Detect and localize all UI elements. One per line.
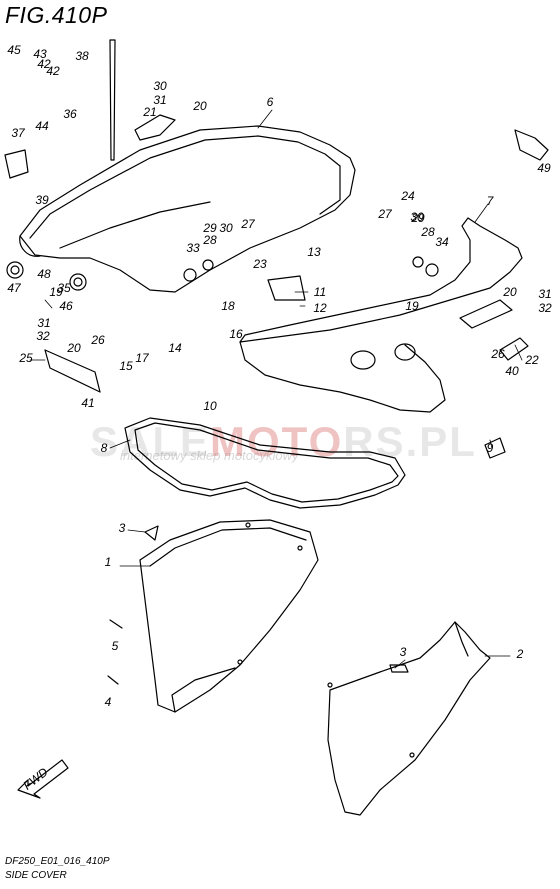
callout-label: 25 (18, 351, 33, 365)
callout-label: 19 (49, 285, 63, 299)
callout-label: 3 (119, 521, 126, 535)
callout-label: 30 (153, 79, 167, 93)
callout-label: 34 (435, 235, 449, 249)
callout-label: 24 (400, 189, 415, 203)
callout-label: 20 (66, 341, 81, 355)
callout-label: 16 (229, 327, 243, 341)
callout-label: 31 (37, 316, 50, 330)
callout-label: 46 (59, 299, 73, 313)
callout-label: 23 (252, 257, 267, 271)
lower-cover-starboard-part (327, 621, 491, 816)
callout-label: 47 (7, 281, 22, 295)
upper-side-cover-part (19, 125, 356, 293)
callout-label: 42 (46, 64, 60, 78)
fwd-arrow-icon: FWD (17, 759, 69, 799)
leader-lines (29, 109, 523, 669)
callout-label: 43 (33, 47, 47, 61)
callout-label: 18 (221, 299, 235, 313)
callout-label: 39 (35, 193, 49, 207)
callout-label: 29 (202, 221, 217, 235)
callout-label: 21 (142, 105, 156, 119)
callout-label: 20 (502, 285, 517, 299)
lower-cover-port-part (139, 519, 319, 713)
callout-label: 41 (81, 396, 94, 410)
callout-label: 10 (203, 399, 217, 413)
callout-label: 40 (505, 364, 519, 378)
callout-label: 49 (537, 161, 551, 175)
callout-label: 37 (11, 126, 26, 140)
callout-label: 48 (37, 267, 51, 281)
figure-title: FIG.410P (5, 2, 108, 28)
callout-label: 3 (400, 645, 407, 659)
callout-label: 12 (313, 301, 327, 315)
callout-label: 1 (105, 555, 112, 569)
callout-label: 45 (7, 43, 21, 57)
callout-label: 17 (135, 351, 150, 365)
gasket-part (124, 417, 406, 509)
callout-label: 33 (186, 241, 200, 255)
callout-label: 11 (314, 285, 326, 299)
footer-code: DF250_E01_016_410P (5, 856, 110, 867)
callout-label: 19 (405, 299, 419, 313)
callout-label: 31 (538, 287, 551, 301)
callout-label: 26 (90, 333, 105, 347)
callout-label: 15 (119, 359, 133, 373)
callout-label: 9 (487, 441, 494, 455)
callout-label: 22 (524, 353, 539, 367)
callout-label: 29 (410, 211, 425, 225)
callout-label: 38 (75, 49, 89, 63)
callout-label: 27 (240, 217, 256, 231)
callout-label: 14 (168, 341, 182, 355)
watermark-subtitle: internetowy sklep motocyklowy (120, 448, 299, 463)
callout-label: 32 (36, 329, 50, 343)
callout-label: 6 (267, 95, 274, 109)
callout-label: 28 (202, 233, 217, 247)
callout-label: 36 (63, 107, 77, 121)
callout-label: 4 (105, 695, 112, 709)
callout-label: 27 (377, 207, 393, 221)
callout-label: 20 (192, 99, 207, 113)
callout-label: 42 (37, 57, 51, 71)
watermark: SALEMOTORS.PL (90, 418, 477, 466)
callout-label: 30 (219, 221, 233, 235)
callout-label: 32 (538, 301, 552, 315)
starboard-cover-part (239, 217, 523, 413)
watermark-part1: SALE (90, 418, 211, 465)
callout-label: 30 (410, 210, 424, 224)
callout-label: 8 (101, 441, 108, 455)
callout-label: 44 (35, 119, 49, 133)
callout-label: 5 (112, 639, 119, 653)
footer-name: SIDE COVER (5, 870, 67, 881)
watermark-part3: RS.PL (343, 418, 477, 465)
small-parts (4, 39, 549, 685)
callout-label: 31 (153, 93, 166, 107)
callout-label: 7 (487, 194, 495, 208)
callout-label: 28 (420, 225, 435, 239)
callout-label: 26 (490, 347, 505, 361)
callout-label: 35 (57, 281, 71, 295)
callout-label: 13 (307, 245, 321, 259)
callout-label: 2 (516, 647, 524, 661)
